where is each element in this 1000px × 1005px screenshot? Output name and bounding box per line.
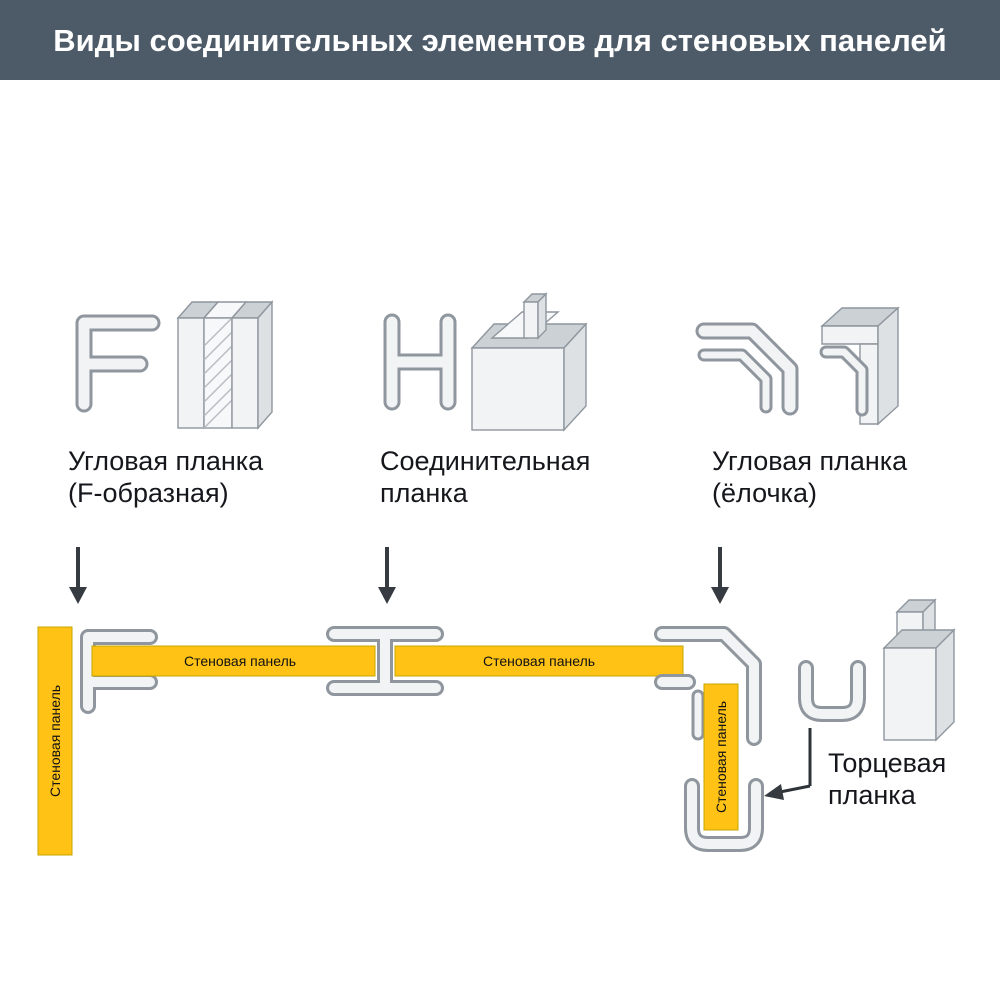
h-profile-label-line1: Соединительная: [380, 446, 590, 476]
f-profile-fill: [78, 317, 158, 410]
front-face: [471, 347, 565, 431]
side-face: [563, 322, 587, 432]
h-assembly-fill: [329, 629, 441, 693]
down-arrow-corner: [711, 547, 729, 604]
header: Виды соединительных элементов для стенов…: [0, 0, 1000, 80]
side-face: [877, 306, 899, 426]
cap-front-face: [523, 301, 539, 339]
wall-panel-top-2-label: Стеновая панель: [483, 653, 595, 669]
h-profile-fill: [386, 316, 454, 408]
h-profile-2d-icon: [383, 313, 457, 411]
h-profile-label: Соединительная планка: [380, 446, 590, 508]
end-profile-3d-icon: [882, 598, 956, 742]
wall-panel-right-label: Стеновая панель: [713, 701, 729, 813]
front-face: [177, 317, 205, 429]
wall-panel-right: [703, 683, 739, 831]
corner-inner-fill: [700, 351, 770, 411]
front-face: [821, 325, 879, 345]
h-profile-label-line2: планка: [380, 478, 469, 508]
leader-line: [779, 784, 811, 794]
corner-profile-label-line2: (ёлочка): [712, 478, 817, 508]
end-strip-label-line1: Торцевая: [828, 748, 946, 778]
front-face: [231, 317, 259, 429]
cap-side-face: [537, 292, 547, 340]
f-profile-assembly: [80, 629, 158, 714]
end-strip-label: Торцевая планка: [828, 748, 946, 810]
assembly-diagram: Стеновая панель Стеновая панель Стеновая…: [37, 598, 956, 856]
wall-panel-top-1-label: Стеновая панель: [184, 653, 296, 669]
down-arrow-h: [378, 547, 396, 604]
f-profile-label-line1: Угловая планка: [68, 446, 264, 476]
arrow-head-icon: [378, 587, 396, 604]
wall-panel-top-2: [394, 645, 684, 677]
wall-panel-left-label: Стеновая панель: [47, 685, 63, 797]
end-cap-fill: [687, 781, 761, 849]
wall-panel-top-1: [91, 645, 376, 677]
corner-profile-3d-icon: [819, 306, 900, 426]
arrow-head-icon: [764, 784, 784, 800]
corner-fill: [698, 325, 796, 413]
f-profile-3d-icon: [176, 300, 274, 430]
end-strip-label-line2: планка: [828, 780, 917, 810]
corner-profile-label-line1: Угловая планка: [712, 446, 908, 476]
corner-assembly-fill: [657, 629, 759, 743]
corner-inner-outline: [697, 348, 773, 414]
end-profile-2d-icon: [798, 660, 866, 722]
arrow-head-icon: [69, 587, 87, 604]
h-profile-assembly: [326, 626, 444, 696]
f-profile-2d-icon: [75, 314, 161, 413]
corner-profile-label: Угловая планка (ёлочка): [712, 446, 908, 508]
side-face: [257, 300, 273, 430]
wall-panel-left: [37, 626, 73, 856]
page-title: Виды соединительных элементов для стенов…: [53, 23, 946, 58]
down-arrow-f: [69, 547, 87, 604]
corner-profile-assembly: [654, 626, 762, 746]
side-face: [935, 628, 955, 742]
corner-profile-2d-icon: [695, 322, 799, 416]
inner-flange-fill: [822, 348, 866, 414]
front-face: [883, 647, 937, 741]
h-profile-3d-icon: [470, 292, 588, 432]
end-cap-assembly: [684, 778, 764, 852]
arrow-head-icon: [711, 587, 729, 604]
f-profile-label: Угловая планка (F-образная): [68, 446, 264, 508]
end-profile-fill: [801, 663, 863, 719]
header-bar: [0, 0, 1000, 80]
f-profile-label-line2: (F-образная): [68, 478, 229, 508]
f-assembly-fill: [83, 632, 155, 711]
hatch-lines: [203, 317, 233, 429]
end-strip-leader: [764, 728, 812, 800]
